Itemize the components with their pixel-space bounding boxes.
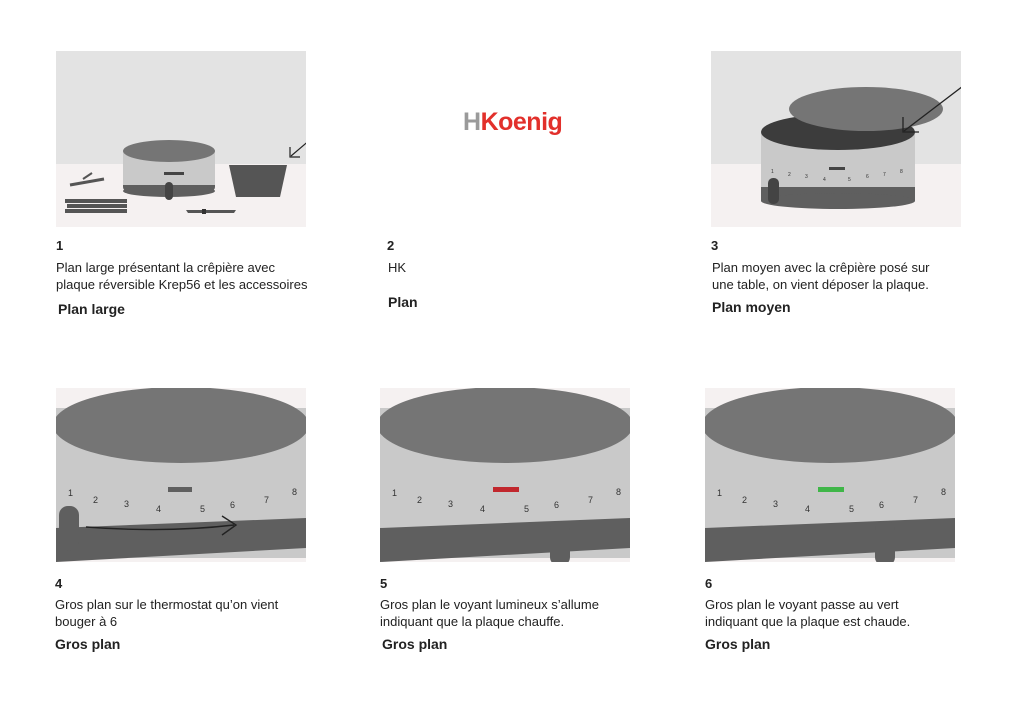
svg-text:8: 8 bbox=[900, 169, 903, 175]
svg-text:4: 4 bbox=[156, 504, 161, 514]
svg-text:2: 2 bbox=[417, 495, 422, 505]
panel-3-dial: 1 2 3 4 5 6 7 8 bbox=[771, 169, 903, 183]
panel-6-shot-type: Gros plan bbox=[705, 636, 771, 652]
svg-text:4: 4 bbox=[480, 504, 485, 514]
svg-text:1: 1 bbox=[392, 488, 397, 498]
hkoenig-logo: HKoenig bbox=[463, 108, 563, 137]
svg-text:8: 8 bbox=[292, 487, 297, 497]
svg-text:7: 7 bbox=[913, 495, 918, 505]
svg-text:1: 1 bbox=[771, 169, 774, 175]
svg-text:5: 5 bbox=[848, 177, 851, 183]
panel-6-indicator-light bbox=[818, 487, 844, 492]
svg-text:7: 7 bbox=[264, 495, 269, 505]
panel-6-number: 6 bbox=[705, 576, 713, 591]
svg-text:2: 2 bbox=[788, 172, 791, 178]
svg-text:6: 6 bbox=[866, 174, 869, 180]
svg-text:5: 5 bbox=[849, 504, 854, 514]
panel-1-description: Plan large présentant la crêpière avec p… bbox=[56, 260, 308, 292]
svg-text:2: 2 bbox=[93, 495, 98, 505]
panel-4-number: 4 bbox=[55, 576, 63, 591]
panel-5-dial: 1 2 3 4 5 6 7 8 bbox=[392, 487, 621, 514]
svg-text:6: 6 bbox=[230, 500, 235, 510]
panel-4-image: 1 2 3 4 5 6 7 8 bbox=[56, 388, 306, 562]
panel-4-shot-type: Gros plan bbox=[55, 636, 121, 652]
panel-3-shot-type: Plan moyen bbox=[712, 299, 791, 315]
svg-text:1: 1 bbox=[717, 488, 722, 498]
svg-text:3: 3 bbox=[448, 499, 453, 509]
panel-5-description: Gros plan le voyant lumineux s’allume in… bbox=[380, 597, 599, 629]
panel-3-description: Plan moyen avec la crêpière posé sur une… bbox=[712, 260, 930, 292]
panel-1-image bbox=[56, 51, 306, 227]
svg-text:3: 3 bbox=[805, 174, 808, 180]
svg-text:6: 6 bbox=[554, 500, 559, 510]
logo-h: H bbox=[463, 108, 481, 136]
svg-text:1: 1 bbox=[68, 488, 73, 498]
svg-text:5: 5 bbox=[200, 504, 205, 514]
panel-3-image: 1 2 3 4 5 6 7 8 bbox=[711, 51, 961, 227]
panel-5-shot-type: Gros plan bbox=[382, 636, 448, 652]
svg-text:3: 3 bbox=[773, 499, 778, 509]
svg-text:4: 4 bbox=[823, 177, 826, 183]
panel-4-description: Gros plan sur le thermostat qu’on vient … bbox=[55, 597, 279, 629]
svg-text:6: 6 bbox=[879, 500, 884, 510]
panel-4-dial: 1 2 3 4 5 6 7 8 bbox=[68, 487, 297, 514]
svg-text:3: 3 bbox=[124, 499, 129, 509]
svg-text:5: 5 bbox=[524, 504, 529, 514]
svg-text:8: 8 bbox=[616, 487, 621, 497]
svg-text:4: 4 bbox=[805, 504, 810, 514]
panel-6-description: Gros plan le voyant passe au vert indiqu… bbox=[705, 597, 911, 629]
panel-5-number: 5 bbox=[380, 576, 388, 591]
panel-3-number: 3 bbox=[711, 238, 719, 253]
logo-koenig: Koenig bbox=[480, 108, 563, 136]
svg-text:7: 7 bbox=[588, 495, 593, 505]
panel-6-image: 1 2 3 4 5 6 7 8 bbox=[705, 388, 955, 562]
svg-text:8: 8 bbox=[941, 487, 946, 497]
panel-2-number: 2 bbox=[387, 238, 395, 253]
panel-5-image: 1 2 3 4 5 6 7 8 bbox=[380, 388, 630, 562]
svg-text:7: 7 bbox=[883, 172, 886, 178]
svg-text:2: 2 bbox=[742, 495, 747, 505]
panel-2-shot-type: Plan bbox=[388, 294, 418, 310]
panel-1-number: 1 bbox=[56, 238, 64, 253]
panel-6-dial: 1 2 3 4 5 6 7 8 bbox=[717, 487, 946, 514]
panel-1-shot-type: Plan large bbox=[58, 301, 125, 317]
panel-2-description: HK bbox=[388, 260, 407, 275]
panel-5-indicator-light bbox=[493, 487, 519, 492]
